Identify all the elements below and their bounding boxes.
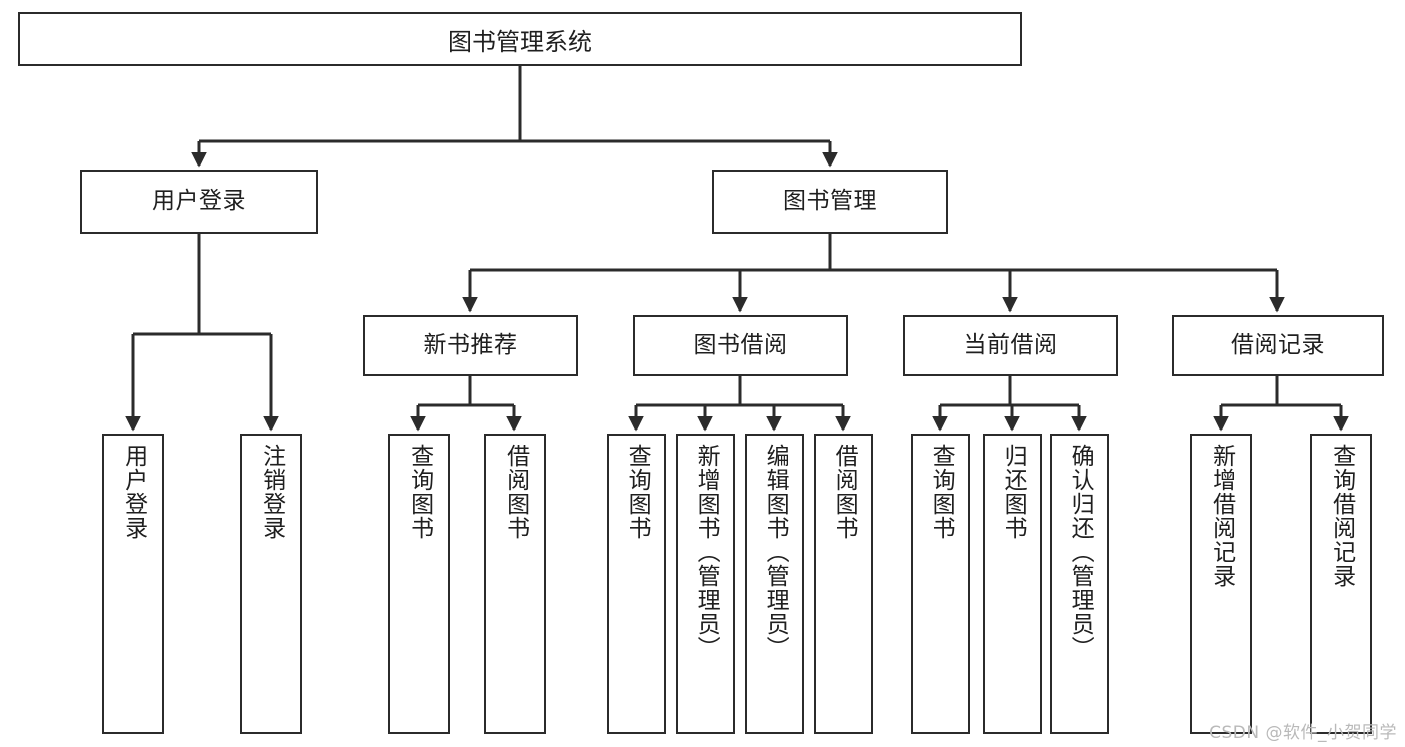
node-book-manage[interactable]: 图书管理 xyxy=(712,170,948,234)
node-leaf-query-borrow-record-label: 查询借阅记录 xyxy=(1328,444,1355,588)
watermark: CSDN @软件_小贺同学 xyxy=(1209,723,1397,743)
node-root[interactable]: 图书管理系统 xyxy=(18,12,1022,66)
node-leaf-return-book-label: 归还图书 xyxy=(1000,444,1027,540)
node-leaf-edit-book-admin-label: 编辑图书（管理员） xyxy=(762,444,789,660)
node-leaf-user-login[interactable]: 用户登录 xyxy=(102,434,164,734)
node-leaf-query-book-2-label: 查询图书 xyxy=(624,444,651,540)
node-root-label: 图书管理系统 xyxy=(448,27,592,56)
node-book-borrow-label: 图书借阅 xyxy=(693,331,788,358)
node-new-book-recommend-label: 新书推荐 xyxy=(423,331,518,358)
node-current-borrow-label: 当前借阅 xyxy=(963,331,1058,358)
node-leaf-borrow-book-1[interactable]: 借阅图书 xyxy=(484,434,546,734)
node-borrow-record-label: 借阅记录 xyxy=(1231,331,1325,358)
node-leaf-add-book-admin-label: 新增图书（管理员） xyxy=(693,444,720,660)
node-new-book-recommend[interactable]: 新书推荐 xyxy=(363,315,578,376)
node-leaf-add-borrow-record[interactable]: 新增借阅记录 xyxy=(1190,434,1252,734)
node-user-login-label: 用户登录 xyxy=(152,188,246,215)
node-leaf-query-borrow-record[interactable]: 查询借阅记录 xyxy=(1310,434,1372,734)
node-leaf-borrow-book-2[interactable]: 借阅图书 xyxy=(814,434,873,734)
node-leaf-user-login-label: 用户登录 xyxy=(120,444,147,540)
node-user-login[interactable]: 用户登录 xyxy=(80,170,318,234)
node-book-borrow[interactable]: 图书借阅 xyxy=(633,315,848,376)
node-leaf-add-borrow-record-label: 新增借阅记录 xyxy=(1208,444,1235,588)
node-leaf-edit-book-admin[interactable]: 编辑图书（管理员） xyxy=(745,434,804,734)
node-current-borrow[interactable]: 当前借阅 xyxy=(903,315,1118,376)
node-leaf-confirm-return-label: 确认归还（管理员） xyxy=(1067,444,1094,660)
node-leaf-user-logout-label: 注销登录 xyxy=(258,444,285,540)
node-leaf-borrow-book-2-label: 借阅图书 xyxy=(831,444,858,540)
node-leaf-query-book-2[interactable]: 查询图书 xyxy=(607,434,666,734)
node-leaf-query-book-3-label: 查询图书 xyxy=(928,444,955,540)
node-leaf-return-book[interactable]: 归还图书 xyxy=(983,434,1042,734)
node-leaf-user-logout[interactable]: 注销登录 xyxy=(240,434,302,734)
node-leaf-confirm-return[interactable]: 确认归还（管理员） xyxy=(1050,434,1109,734)
node-leaf-borrow-book-1-label: 借阅图书 xyxy=(502,444,529,540)
node-leaf-add-book-admin[interactable]: 新增图书（管理员） xyxy=(676,434,735,734)
node-book-manage-label: 图书管理 xyxy=(783,188,877,215)
node-leaf-query-book-1-label: 查询图书 xyxy=(406,444,433,540)
node-leaf-query-book-1[interactable]: 查询图书 xyxy=(388,434,450,734)
node-borrow-record[interactable]: 借阅记录 xyxy=(1172,315,1384,376)
node-leaf-query-book-3[interactable]: 查询图书 xyxy=(911,434,970,734)
